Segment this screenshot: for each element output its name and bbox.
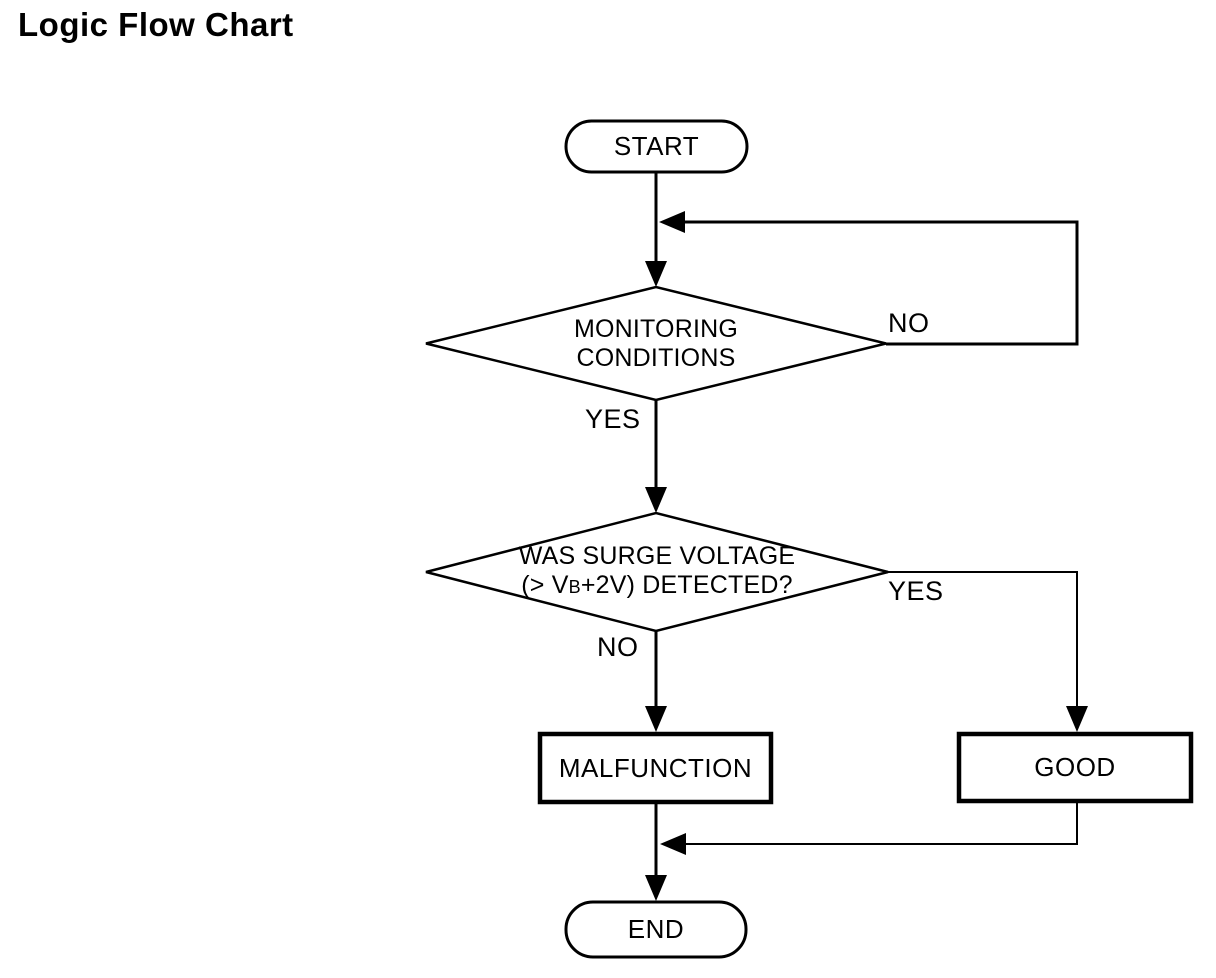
start-node-label: START: [566, 121, 747, 172]
arrowhead-down-icon: [645, 487, 667, 513]
edge-label-surge-yes: YES: [888, 576, 944, 606]
monitoring-decision: [425, 285, 887, 402]
connector-start-to-monitoring: [645, 172, 667, 287]
connector-good-to-end: [660, 801, 1078, 855]
connector-surge-no: [645, 630, 667, 732]
malfunction-text: MALFUNCTION: [558, 752, 753, 783]
edge-label-monitoring-no: NO: [888, 308, 930, 338]
surge-text-line1: WAS SURGE VOLTAGE: [518, 542, 796, 570]
malfunction-box: [537, 731, 774, 805]
monitoring-text-line2: CONDITIONS: [576, 343, 736, 372]
end-node-label: END: [566, 902, 746, 957]
edge-label-surge-no: NO: [597, 632, 639, 662]
surge-text-prefix: (> V: [521, 571, 569, 599]
arrowhead-down-icon: [645, 706, 667, 732]
arrowhead-down-icon: [645, 261, 667, 287]
surge-text-suffix: +2V) DETECTED?: [580, 571, 793, 599]
connector-malfunction-to-end: [645, 802, 667, 901]
connector-monitoring-yes: [645, 400, 667, 513]
end-text: END: [627, 914, 685, 944]
connector-surge-yes: [888, 571, 1088, 732]
monitoring-decision-label: MONITORING CONDITIONS: [426, 287, 886, 400]
good-box: [956, 731, 1194, 804]
surge-text-line2: (> VB+2V) DETECTED?: [521, 571, 792, 602]
edge-label-monitoring-yes: YES: [585, 404, 641, 434]
arrowhead-down-icon: [645, 875, 667, 901]
malfunction-box-label: MALFUNCTION: [540, 734, 771, 802]
arrowhead-left-icon: [659, 211, 685, 233]
surge-text-subscript: B: [568, 577, 581, 597]
page-title: Logic Flow Chart: [18, 6, 294, 43]
good-box-label: GOOD: [959, 734, 1191, 801]
connector-monitoring-no-loop: [659, 211, 1079, 346]
good-text: GOOD: [1034, 752, 1116, 782]
arrowhead-down-icon: [1066, 706, 1088, 732]
arrowhead-left-icon: [660, 833, 686, 855]
end-node: [564, 900, 748, 959]
monitoring-text-line1: MONITORING: [573, 314, 739, 343]
surge-decision: [425, 511, 889, 633]
start-node: [564, 119, 749, 174]
surge-decision-label: WAS SURGE VOLTAGE (> VB+2V) DETECTED?: [426, 513, 888, 631]
start-text: START: [613, 131, 700, 161]
